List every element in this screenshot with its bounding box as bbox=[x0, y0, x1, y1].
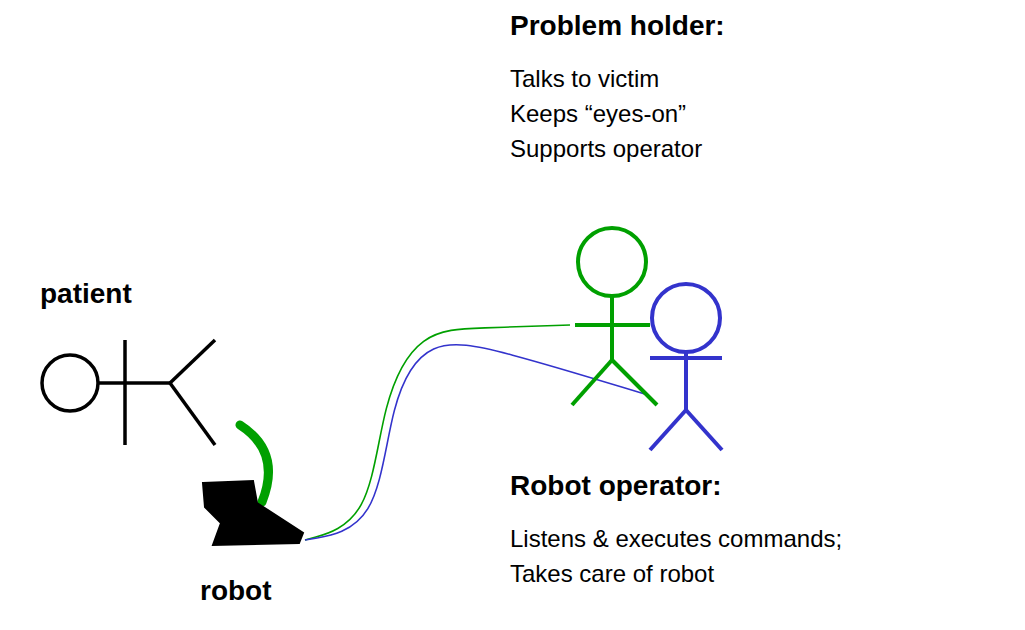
role-duty: Takes care of robot bbox=[510, 560, 714, 588]
role-heading: Robot operator: bbox=[510, 470, 722, 502]
role-duty: Keeps “eyes-on” bbox=[510, 100, 686, 128]
cable-connector bbox=[305, 325, 570, 540]
figure-label: robot bbox=[200, 575, 272, 607]
patient-figure: patient bbox=[40, 340, 220, 450]
role-duty: Supports operator bbox=[510, 135, 702, 163]
person-figure: Robot operator:Listens & executes comman… bbox=[648, 282, 728, 454]
role-heading: Problem holder: bbox=[510, 10, 725, 42]
robot-shape-outline bbox=[195, 475, 305, 550]
person-figure-outline bbox=[648, 282, 728, 454]
role-duty: Talks to victim bbox=[510, 65, 659, 93]
person-figure-outline bbox=[570, 225, 660, 410]
patient-figure-outline bbox=[40, 340, 220, 450]
robot-shape: robot bbox=[195, 475, 305, 550]
role-duty: Listens & executes commands; bbox=[510, 525, 842, 553]
cable-connector bbox=[305, 345, 648, 540]
person-figure: Problem holder:Talks to victimKeeps “eye… bbox=[570, 225, 660, 410]
figure-label: patient bbox=[40, 278, 132, 310]
connector-group bbox=[305, 325, 648, 540]
